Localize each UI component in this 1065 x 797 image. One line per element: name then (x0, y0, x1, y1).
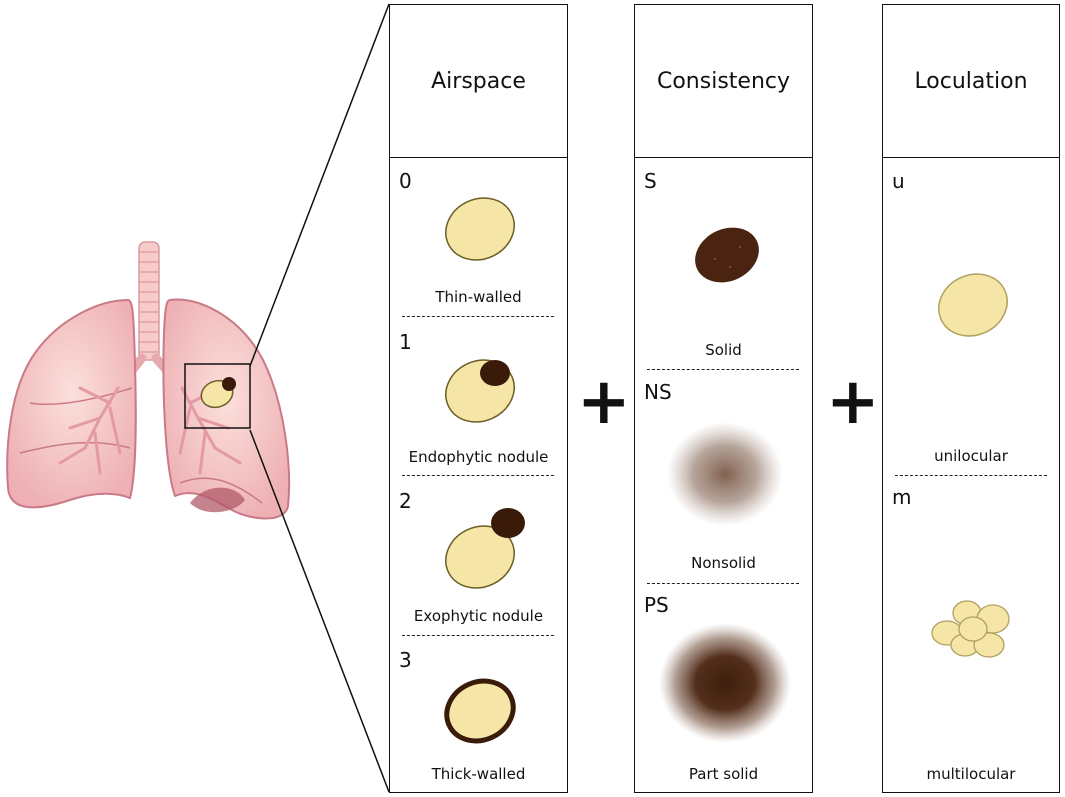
consistency-code-0: S (644, 169, 657, 193)
airspace-code-1: 1 (399, 330, 412, 354)
divider (895, 475, 1047, 476)
airspace-label-3: Thick-walled (431, 765, 526, 783)
divider (647, 369, 799, 370)
unilocular-cyst-icon (938, 273, 1008, 337)
consistency-panel: Consistency S Solid NS Nonsolid PS (634, 4, 813, 793)
divider (402, 635, 554, 636)
consistency-code-2: PS (644, 593, 669, 617)
plus-sign: + (577, 365, 631, 439)
airspace-label-1: Endophytic nodule (408, 448, 549, 466)
airspace-title: Airspace (431, 68, 526, 94)
lungs-illustration (6, 241, 291, 520)
loculation-code-0: u (892, 169, 905, 193)
consistency-label-2: Part solid (688, 765, 759, 783)
multilocular-cyst-icon (931, 600, 1010, 658)
loculation-label-0: unilocular (934, 447, 1008, 465)
loculation-header: Loculation (883, 5, 1059, 158)
airspace-label-0: Thin-walled (435, 288, 522, 306)
solid-nodule-icon (695, 227, 759, 283)
endophytic-nodule-icon (445, 359, 515, 423)
consistency-label-1: Nonsolid (691, 554, 756, 572)
airspace-panel: Airspace 0 Thin-walled 1 Endophytic nodu… (389, 4, 568, 793)
plus-sign: + (826, 365, 880, 439)
bronchi (58, 386, 242, 475)
loculation-panel: Loculation u unilocular m multilocular (882, 4, 1060, 793)
consistency-header: Consistency (635, 5, 812, 158)
loculation-code-1: m (892, 485, 912, 509)
thick-walled-cyst-icon (444, 678, 516, 744)
divider (647, 583, 799, 584)
exophytic-nodule-icon (445, 508, 525, 589)
airspace-code-3: 3 (399, 648, 412, 672)
consistency-label-0: Solid (705, 341, 742, 359)
airspace-code-0: 0 (399, 169, 412, 193)
consistency-code-1: NS (644, 380, 672, 404)
part-solid-nodule-icon (659, 623, 791, 743)
divider (402, 475, 554, 476)
airspace-header: Airspace (390, 5, 567, 158)
thin-walled-cyst-icon (445, 197, 515, 261)
loculation-label-1: multilocular (926, 765, 1016, 783)
left-lung (162, 298, 291, 520)
nonsolid-nodule-icon (667, 422, 783, 526)
right-lung (6, 298, 137, 509)
zoom-box-icon (184, 363, 251, 429)
loculation-title: Loculation (914, 68, 1028, 94)
consistency-title: Consistency (656, 68, 791, 94)
airspace-label-2: Exophytic nodule (413, 607, 544, 625)
airspace-code-2: 2 (399, 489, 412, 513)
divider (402, 316, 554, 317)
